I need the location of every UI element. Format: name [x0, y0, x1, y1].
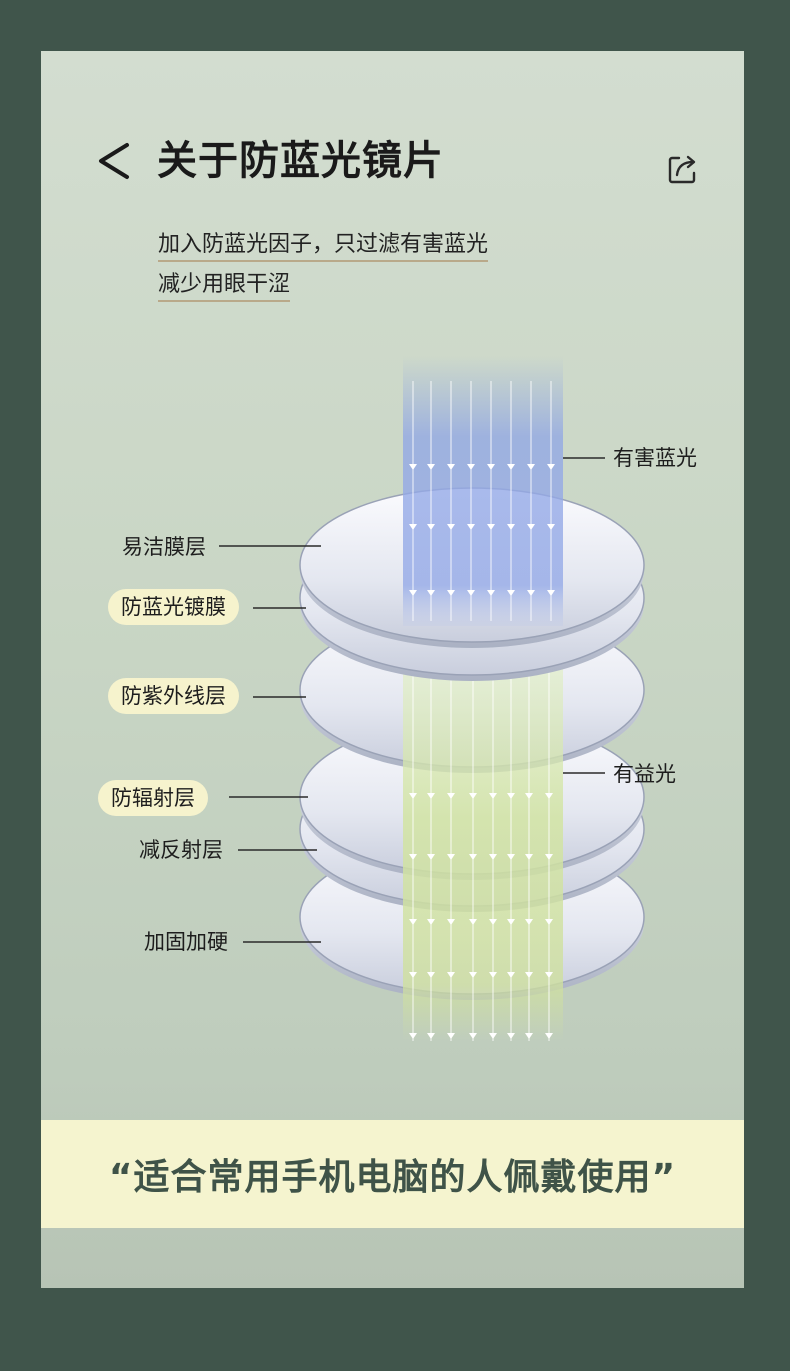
layer-label-anti-radiation: 防辐射层	[98, 780, 208, 816]
share-icon[interactable]	[665, 151, 701, 187]
slogan-banner: “适合常用手机电脑的人佩戴使用”	[41, 1120, 744, 1228]
slogan-text: “适合常用手机电脑的人佩戴使用”	[108, 1157, 677, 1198]
lens-layer-diagram: 有害蓝光 有益光 易洁膜层 防蓝光镀膜 防紫外线层 防辐射层 减反射层 加固加硬	[41, 51, 744, 1121]
layer-label-hardened: 加固加硬	[144, 930, 228, 954]
harmful-blue-light-label: 有害蓝光	[613, 446, 697, 470]
harmful-blue-light-beam	[403, 356, 563, 626]
beneficial-light-beam	[403, 669, 563, 1041]
chevron-left-icon[interactable]	[93, 139, 133, 183]
layer-label-anti-blue-light: 防蓝光镀膜	[108, 589, 239, 625]
layer-label-uv-protection: 防紫外线层	[108, 678, 239, 714]
page-title: 关于防蓝光镜片	[157, 138, 444, 184]
layer-label-anti-reflection: 减反射层	[139, 838, 223, 862]
intro-line-1: 加入防蓝光因子，只过滤有害蓝光	[158, 230, 489, 262]
intro-line-2: 减少用眼干涩	[158, 270, 291, 302]
layer-label-easy-clean: 易洁膜层	[122, 535, 206, 559]
beneficial-light-label: 有益光	[613, 762, 676, 786]
product-info-card: 关于防蓝光镜片 加入防蓝光因子，只过滤有害蓝光 减少用眼干涩	[41, 51, 744, 1288]
